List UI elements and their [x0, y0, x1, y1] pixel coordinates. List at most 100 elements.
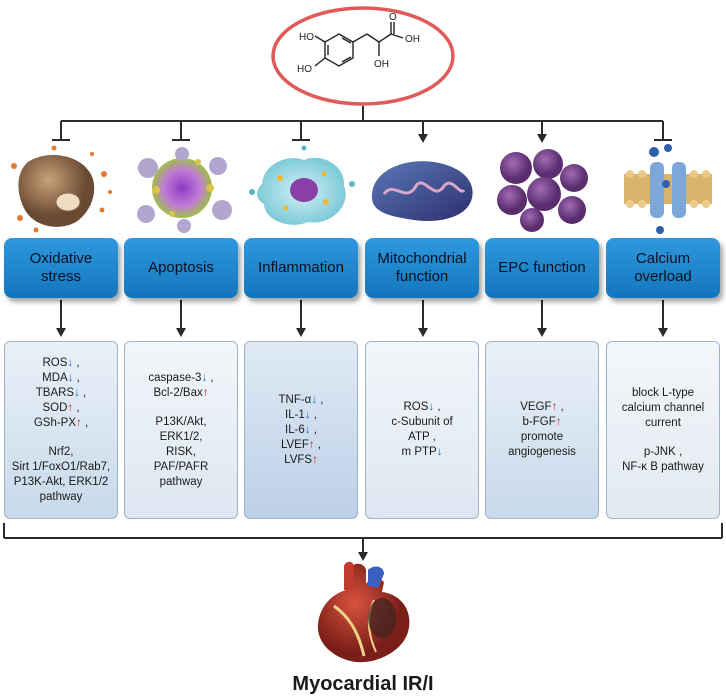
down-arrow-icon: ↓	[311, 393, 318, 406]
detail-text: RISK,	[165, 445, 197, 458]
detail-text: b-FGF	[522, 416, 556, 428]
detail-text: c-Subunit of	[391, 416, 453, 428]
detail-text: TBARS	[35, 386, 75, 399]
detail-text: LVFS	[284, 453, 313, 466]
detail-text: current	[645, 416, 681, 429]
down-arrow-icon: ↓	[74, 386, 80, 399]
detail-line: TBARS↓ ,	[36, 386, 86, 401]
detail-line: pathway	[160, 475, 203, 490]
down-arrow-icon: ↓	[304, 408, 311, 421]
detail-text: m PTP	[401, 446, 437, 458]
detail-line: pathway	[40, 490, 83, 505]
detail-text: SOD	[42, 401, 68, 414]
dihydroxyphenyllactic-acid-structure: HO HO O OH OH	[271, 6, 455, 106]
detail-line: Sirt 1/FoxO1/Rab7,	[12, 460, 110, 475]
detail-line: block L-type	[632, 386, 694, 401]
topic-mitochondrial-function: Mitochondrial function	[365, 238, 479, 298]
oxidative-cell-icon	[11, 145, 112, 233]
detail-line: m PTP↓	[402, 445, 443, 460]
topic-calcium-overload: Calcium overload	[606, 238, 720, 298]
heart-illustration	[317, 561, 410, 663]
detail-suffix: ,	[557, 401, 564, 413]
detail-line: p-JNK ,	[644, 445, 682, 460]
detail-suffix: ,	[79, 386, 87, 399]
detail-line: ATP ,	[408, 430, 436, 445]
detail-text: ROS	[42, 356, 68, 369]
detail-line: ROS↓ ,	[42, 356, 79, 371]
detail-line: Bcl-2/Bax↑	[154, 386, 209, 401]
detail-line: caspase-3↓ ,	[148, 371, 213, 386]
molecule-ring	[271, 6, 455, 106]
detail-line: angiogenesis	[508, 445, 576, 460]
down-arrow-icon: ↓	[67, 371, 74, 384]
detail-suffix: ,	[207, 371, 214, 384]
detail-text: GSh-PX	[33, 416, 77, 429]
detail-text: ATP ,	[408, 431, 436, 443]
detail-text: ERK1/2,	[159, 430, 203, 443]
detail-text: PAF/PAFR	[153, 460, 209, 473]
detail-line: LVFS↑	[284, 453, 318, 468]
detail-line: current	[645, 416, 681, 431]
detail-text: pathway	[39, 490, 83, 503]
detail-text: angiogenesis	[508, 446, 576, 458]
detail-line: NF-κ B pathway	[622, 460, 704, 475]
detail-text: LVEF	[280, 438, 309, 451]
detail-text: Nrf2,	[48, 445, 74, 458]
up-arrow-icon: ↑	[312, 453, 318, 466]
immune-cell-icon	[249, 145, 355, 225]
detail-line: Nrf2,	[49, 445, 74, 460]
molecule-label: OH	[405, 34, 420, 45]
detail-text: IL-6	[285, 423, 305, 436]
detail-suffix: ,	[310, 423, 317, 436]
detail-text: p-JNK ,	[643, 445, 683, 458]
detail-suffix: ,	[73, 401, 80, 414]
down-arrow-icon: ↓	[67, 356, 74, 369]
up-arrow-icon: ↑	[308, 438, 315, 451]
detail-text: MDA	[42, 371, 68, 384]
detail-suffix: ,	[317, 393, 324, 406]
detail-line: P13K-Akt, ERK1/2	[14, 475, 109, 490]
calcium-channel-icon	[624, 144, 712, 234]
detail-text: Bcl-2/Bax	[153, 386, 203, 399]
molecule-label: HO	[299, 32, 314, 43]
molecule-label: OH	[374, 59, 389, 70]
molecule-label: HO	[297, 64, 312, 75]
detail-line: PAF/PAFR	[154, 460, 209, 475]
detail-text: pathway	[159, 475, 203, 488]
detail-line: MDA↓ ,	[42, 371, 80, 386]
detail-text: caspase-3	[148, 371, 202, 384]
detail-suffix: ,	[81, 416, 89, 429]
up-arrow-icon: ↑	[67, 401, 74, 414]
detail-line: TNF-α↓ ,	[279, 393, 324, 408]
detail-line: GSh-PX↑ ,	[34, 416, 88, 431]
detail-text: TNF-α	[278, 393, 312, 406]
down-arrow-icon: ↓	[436, 446, 443, 458]
topic-oxidative-stress: Oxidative stress	[4, 238, 118, 298]
down-arrow-icon: ↓	[304, 423, 311, 436]
detail-line: promote	[521, 430, 563, 445]
detail-line: RISK,	[166, 445, 196, 460]
topic-apoptosis: Apoptosis	[124, 238, 238, 298]
detail-box: ROS↓ ,MDA↓ ,TBARS↓ ,SOD↑ ,GSh-PX↑ ,Nrf2,…	[4, 341, 118, 519]
detail-text: NF-κ B pathway	[622, 460, 704, 473]
detail-line: VEGF↑ ,	[520, 400, 563, 415]
detail-line: ROS↓ ,	[403, 400, 440, 415]
apoptotic-cell-icon	[137, 147, 232, 233]
detail-text: ROS	[403, 401, 429, 413]
detail-text: VEGF	[520, 401, 552, 413]
detail-line: SOD↑ ,	[42, 401, 79, 416]
up-arrow-icon: ↑	[551, 401, 558, 413]
down-arrow-icon: ↓	[201, 371, 208, 384]
detail-text: IL-1	[285, 408, 305, 421]
detail-text: Sirt 1/FoxO1/Rab7,	[11, 460, 111, 473]
detail-line: c-Subunit of	[391, 415, 452, 430]
detail-box: TNF-α↓ ,IL-1↓ ,IL-6↓ ,LVEF↑ ,LVFS↑	[244, 341, 358, 519]
detail-suffix: ,	[434, 401, 441, 413]
detail-line: calcium channel	[622, 401, 704, 416]
detail-box: caspase-3↓ ,Bcl-2/Bax↑P13K/Akt,ERK1/2,RI…	[124, 341, 238, 519]
down-arrow-icon: ↓	[428, 401, 435, 413]
detail-line: ERK1/2,	[160, 430, 203, 445]
